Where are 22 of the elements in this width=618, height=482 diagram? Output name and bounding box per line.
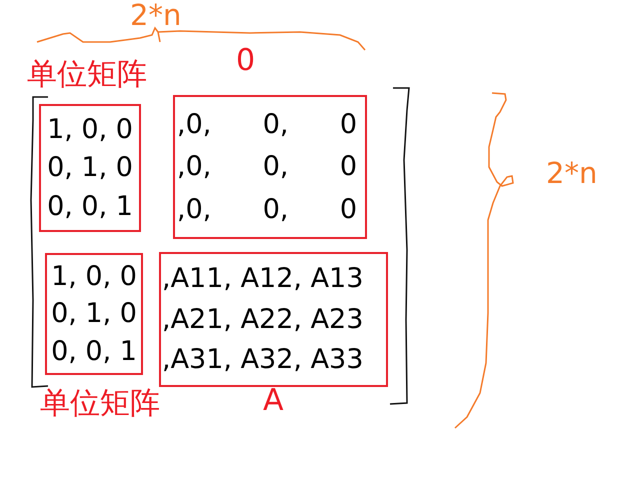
block-caption: A — [263, 384, 284, 417]
matrix-row: ,0, 0, 0 — [177, 151, 357, 182]
matrix-row: ,0, 0, 0 — [177, 108, 357, 140]
matrix-row: ,A21, A22, A23 — [162, 304, 364, 335]
matrix-block — [45, 253, 143, 375]
matrix-block — [159, 252, 388, 387]
matrix-block — [173, 95, 367, 239]
matrix-row: ,A31, A32, A33 — [162, 344, 364, 376]
matrix-row: ,A11, A12, A13 — [162, 263, 364, 294]
matrix-row: 0, 1, 0 — [47, 152, 133, 184]
matrix-row: ,0, 0, 0 — [177, 194, 357, 226]
matrix-row: 1, 0, 0 — [51, 261, 137, 292]
matrix-row: 1, 0, 0 — [47, 114, 133, 145]
block-caption: 单位矩阵 — [40, 387, 160, 420]
matrix-block — [39, 104, 141, 232]
matrix-row: 0, 0, 1 — [47, 191, 133, 222]
dimension-label: 2*n — [130, 0, 182, 32]
dimension-label: 2*n — [546, 158, 598, 190]
block-caption: 0 — [236, 44, 256, 77]
block-caption: 单位矩阵 — [27, 58, 147, 91]
matrix-row: 0, 1, 0 — [51, 298, 137, 330]
matrix-row: 0, 0, 1 — [51, 336, 137, 367]
